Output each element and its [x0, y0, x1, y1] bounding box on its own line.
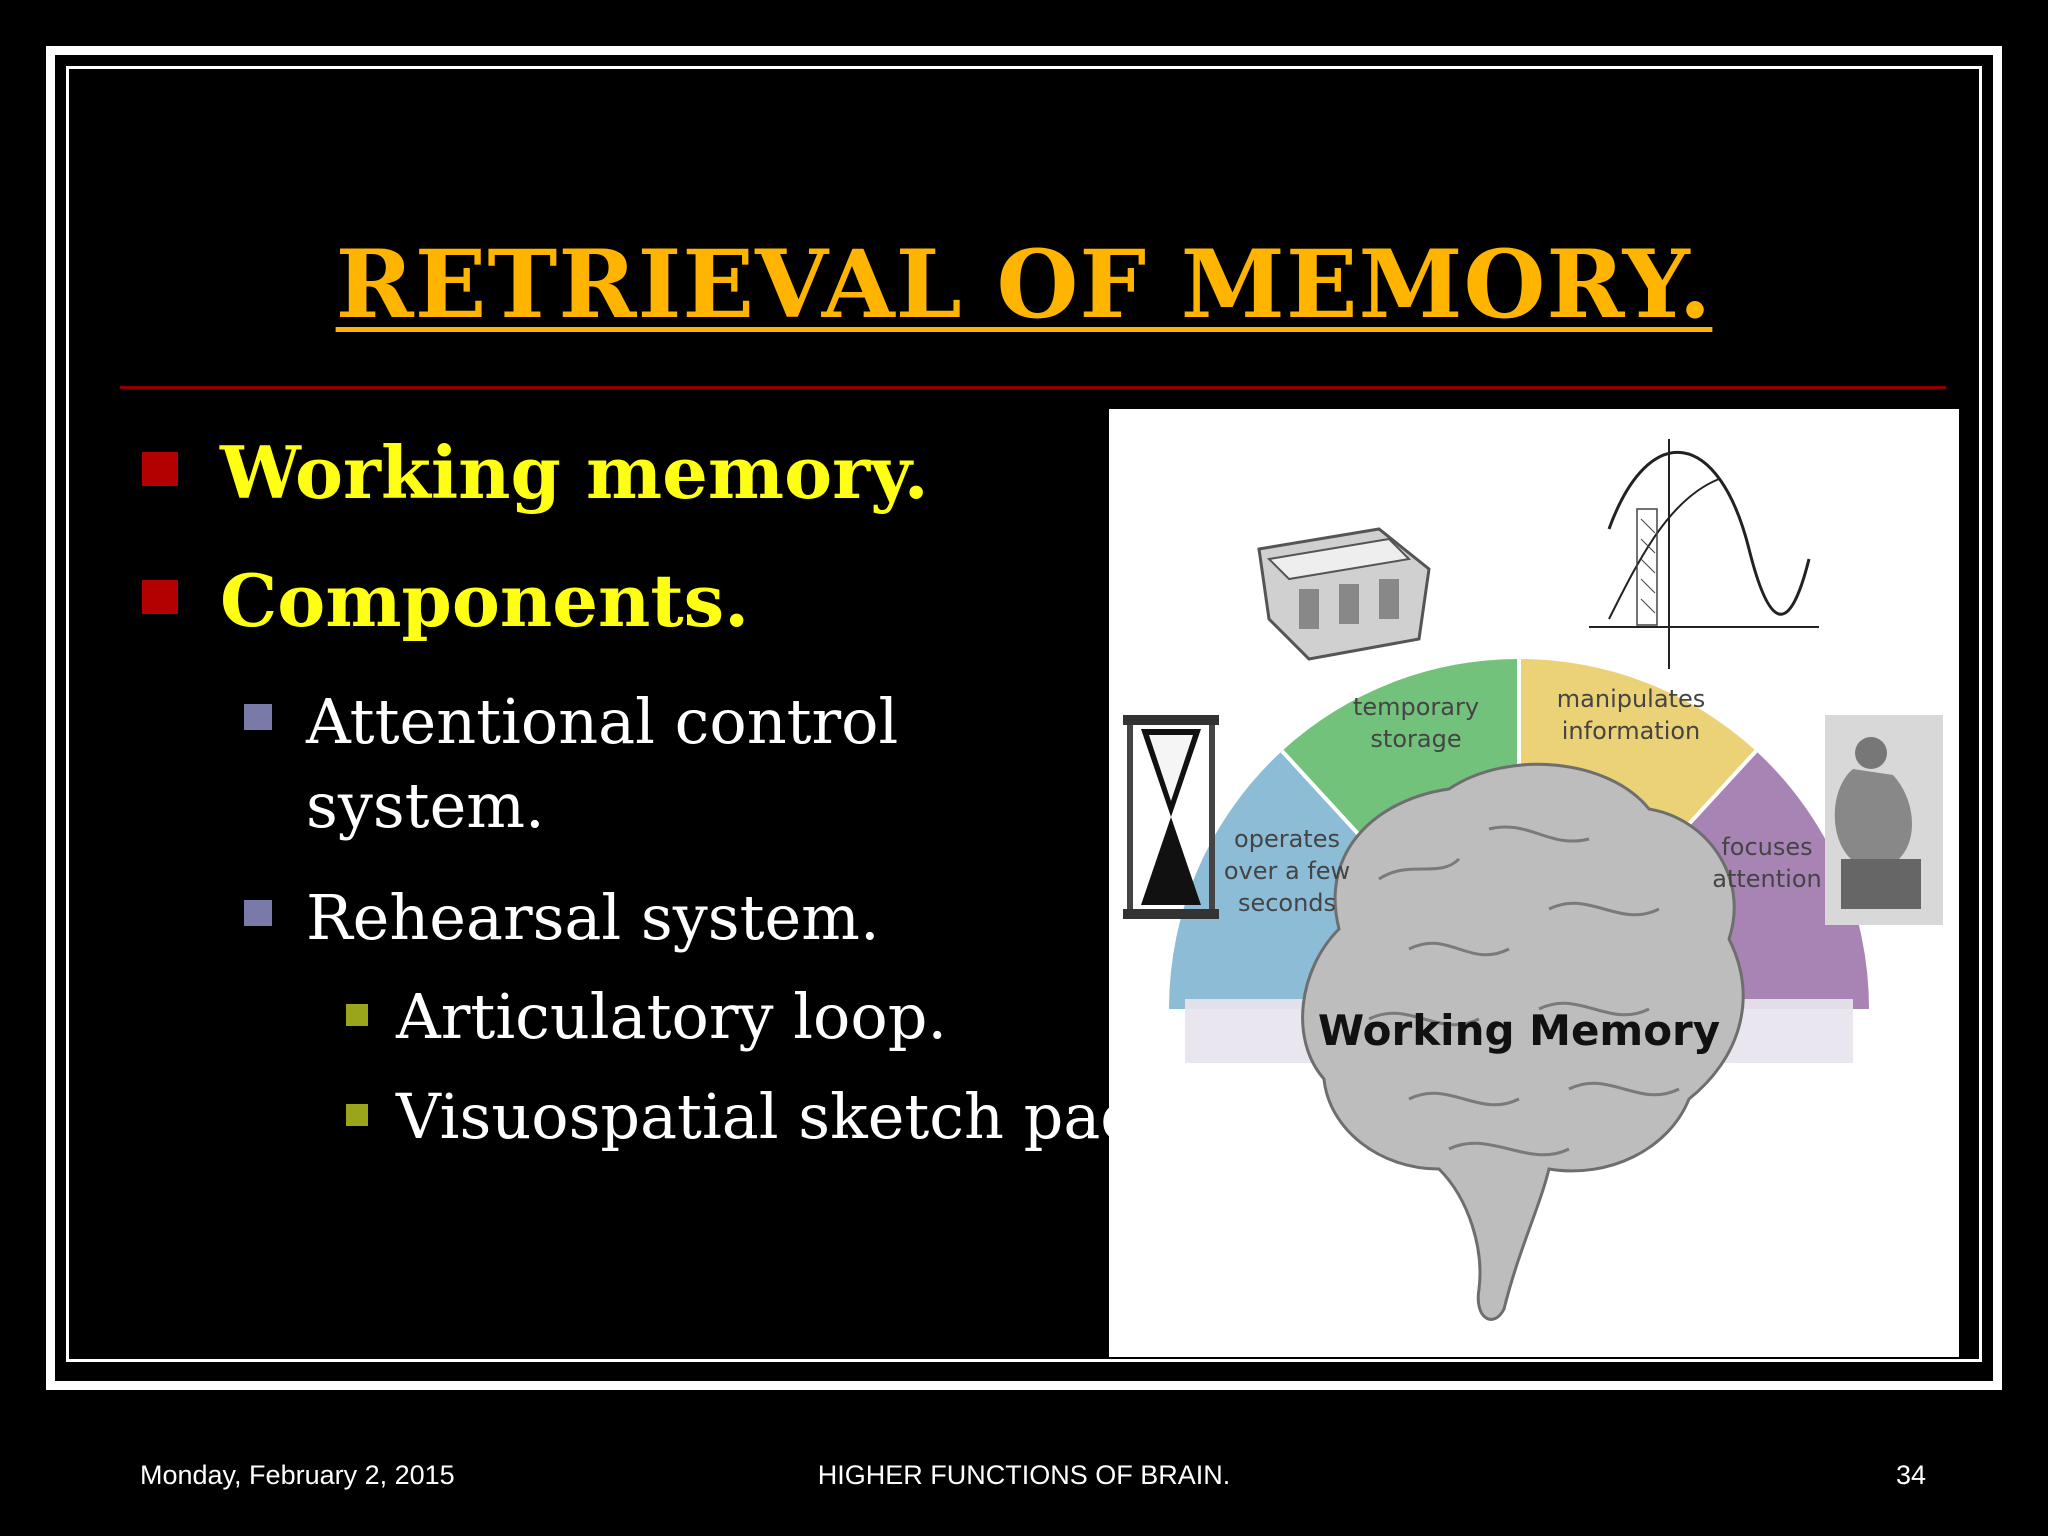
bullet-working-memory: Working memory. — [142, 430, 929, 515]
segment-text: information — [1562, 717, 1701, 745]
segment-text: focuses — [1721, 833, 1812, 861]
filing-box-icon — [1257, 527, 1431, 661]
working-memory-label: Working Memory — [1318, 1006, 1720, 1055]
bullet-text-line1: Attentional control — [306, 685, 899, 758]
slide-title: RETRIEVAL OF MEMORY. — [335, 230, 1713, 340]
square-bullet-icon — [142, 452, 178, 486]
segment-text: manipulates — [1557, 685, 1705, 713]
working-memory-diagram: operates over a few seconds temporary st… — [1123, 439, 1943, 1321]
segment-text: over a few — [1224, 857, 1350, 885]
bullet-attentional-control: Attentional control system. — [244, 680, 899, 848]
bullet-visuospatial-sketch-pad: Visuospatial sketch pad. — [346, 1080, 1160, 1153]
title-divider — [120, 386, 1946, 389]
segment-text: temporary — [1353, 693, 1479, 721]
bullet-rehearsal-system: Rehearsal system. — [244, 876, 880, 960]
bullet-text: Components. — [220, 558, 750, 643]
hourglass-icon — [1123, 715, 1219, 919]
bullet-components: Components. — [142, 558, 750, 643]
square-bullet-icon — [244, 704, 272, 730]
square-bullet-icon — [346, 1004, 368, 1026]
segment-text: storage — [1370, 725, 1461, 753]
segment-text: seconds — [1238, 889, 1336, 917]
function-graph-icon — [1589, 439, 1819, 669]
bullet-text: Articulatory loop. — [396, 980, 948, 1053]
segment-text: operates — [1234, 825, 1340, 853]
footer-title: HIGHER FUNCTIONS OF BRAIN. — [817, 1460, 1231, 1490]
thinker-statue-icon — [1825, 715, 1943, 925]
segment-text: attention — [1712, 865, 1821, 893]
bullet-text: Working memory. — [220, 430, 929, 515]
square-bullet-icon — [244, 900, 272, 926]
bullet-text: Rehearsal system. — [306, 881, 880, 954]
slide-frame-inner — [66, 66, 1982, 1362]
slide-frame-outer — [46, 46, 2002, 1390]
square-bullet-icon — [346, 1104, 368, 1126]
page-number: 34 — [1895, 1460, 1926, 1490]
square-bullet-icon — [142, 580, 178, 614]
bullet-text-line2: system. — [306, 769, 545, 842]
brain-icon — [1301, 762, 1745, 1321]
footer-date: Monday, February 2, 2015 — [140, 1460, 455, 1490]
bullet-text: Visuospatial sketch pad. — [396, 1080, 1160, 1153]
bullet-articulatory-loop: Articulatory loop. — [346, 980, 948, 1053]
working-memory-figure: operates over a few seconds temporary st… — [1109, 409, 1959, 1357]
